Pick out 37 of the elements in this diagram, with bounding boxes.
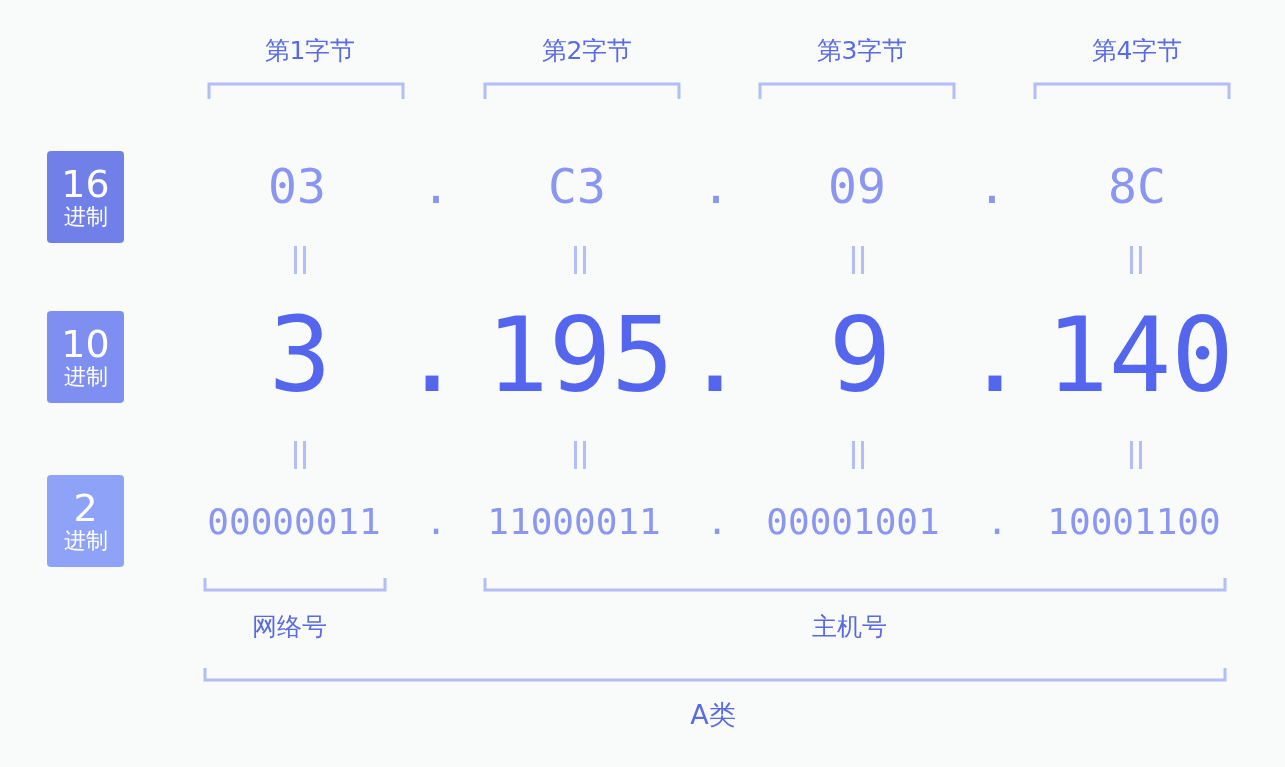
label-text: 03 <box>268 162 326 210</box>
label-text: . <box>963 303 1027 407</box>
label-text: 第2字节 <box>541 37 633 63</box>
label-text: 第1字节 <box>264 37 356 63</box>
label-text: . <box>977 162 1007 210</box>
label-text: . <box>683 303 747 407</box>
base-number: 2 <box>73 488 98 528</box>
label-text: 11000011 <box>487 504 661 540</box>
base-label: 进制 <box>63 204 108 230</box>
base-badge <box>47 311 124 403</box>
base-number: 10 <box>61 324 110 364</box>
label-text: . <box>706 504 728 540</box>
label-text: . <box>421 162 451 210</box>
label-text: 09 <box>828 162 886 210</box>
label-text: 9 <box>828 303 892 407</box>
base-label: 进制 <box>63 528 108 554</box>
base-badge <box>47 475 124 567</box>
label-text: 3 <box>268 303 332 407</box>
base-number: 16 <box>61 164 110 204</box>
label-text: C3 <box>548 162 606 210</box>
base-label: 进制 <box>63 364 108 390</box>
label-text: 10001100 <box>1047 504 1221 540</box>
label-text: 8C <box>1108 162 1166 210</box>
label-text: . <box>400 303 464 407</box>
label-text: . <box>701 162 731 210</box>
label-text: 第3字节 <box>816 37 908 63</box>
label-text: 网络号 <box>251 613 327 639</box>
label-text: 195 <box>486 303 674 407</box>
label-text: . <box>425 504 447 540</box>
label-text: A类 <box>690 700 736 728</box>
label-text: 140 <box>1046 303 1234 407</box>
label-text: . <box>986 504 1008 540</box>
label-text: 第4字节 <box>1091 37 1183 63</box>
base-badge <box>47 151 124 243</box>
label-text: 00001001 <box>766 504 940 540</box>
label-text: 主机号 <box>811 613 887 639</box>
label-text: 00000011 <box>207 504 381 540</box>
